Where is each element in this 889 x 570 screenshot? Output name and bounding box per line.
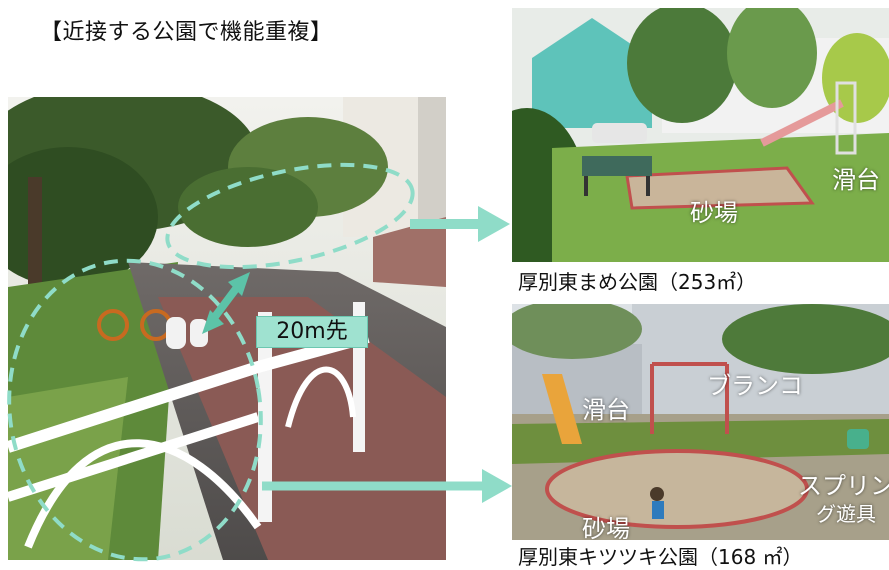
park-bottom-spring-toy-label-1: スプリン: [798, 472, 889, 500]
park-top-slide-label: 滑台: [832, 166, 880, 194]
street-photo: [8, 97, 446, 560]
park-bottom-slide-label: 滑台: [582, 396, 630, 424]
park-bottom-swing-label: ブランコ: [707, 372, 803, 400]
park-bottom-sandbox-label: 砂場: [582, 515, 630, 540]
park-bottom-illustration: [512, 304, 889, 540]
park-top-photo: 滑台 砂場: [512, 8, 889, 262]
park-top-caption: 厚別東まめ公園（253㎡）: [518, 270, 757, 294]
distance-label: 20m先: [256, 316, 368, 348]
park-bottom-caption: 厚別東キツツキ公園（168 ㎡）: [518, 545, 803, 569]
park-bottom-spring-toy-label-2: グ遊具: [816, 502, 876, 526]
park-top-sandbox-label: 砂場: [690, 199, 738, 227]
park-top-illustration: [512, 8, 889, 262]
page-title: 【近接する公園で機能重複】: [40, 20, 333, 45]
street-photo-illustration: [8, 97, 446, 560]
park-bottom-photo: 滑台 ブランコ スプリン グ遊具 砂場: [512, 304, 889, 540]
